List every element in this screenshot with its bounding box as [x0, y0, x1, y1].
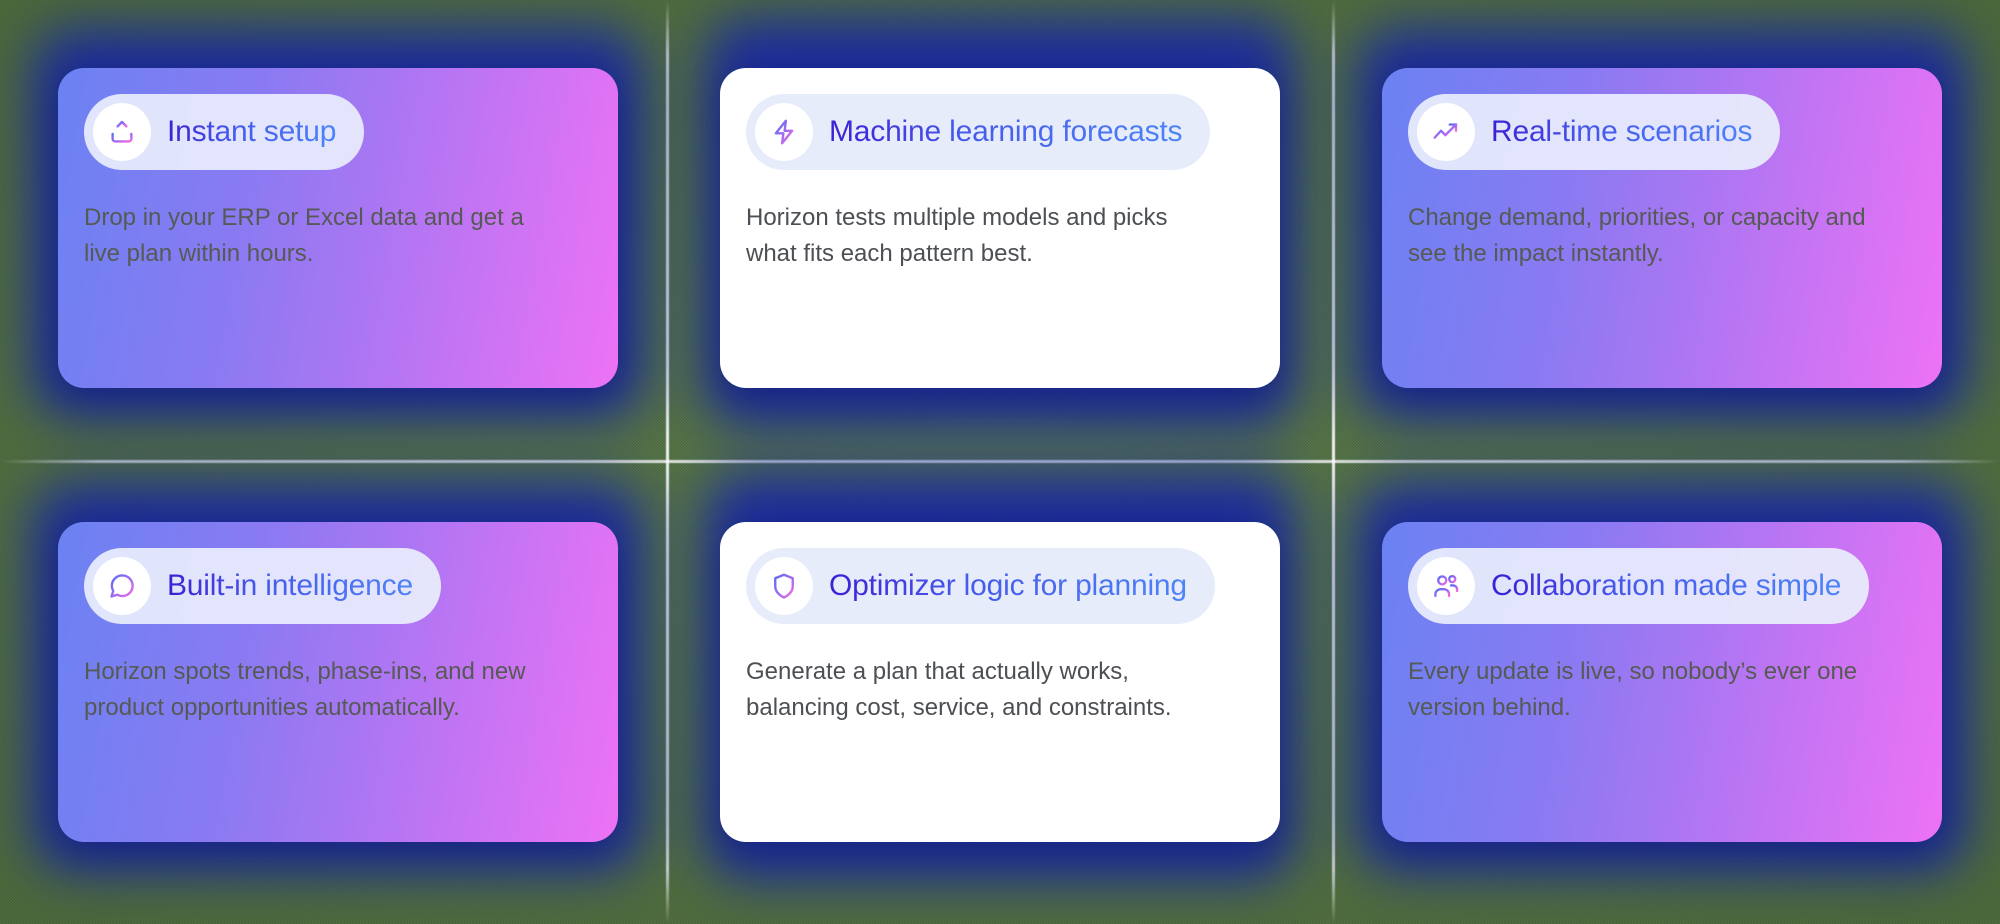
- feature-card-optimizer-logic-for-planning[interactable]: Optimizer logic for planning Generate a …: [720, 522, 1280, 842]
- card-body-4: Horizon spots trends, phase-ins, and new…: [84, 658, 526, 722]
- card-title-5: Optimizer logic for planning: [829, 569, 1187, 602]
- shield-icon: [755, 557, 813, 615]
- card-body-5: Generate a plan that actually works, bal…: [746, 658, 1172, 722]
- card-body-2: Horizon tests multiple models and picks …: [746, 204, 1168, 268]
- card-title-4: Built-in intelligence: [167, 569, 413, 602]
- feature-card-collaboration-made-simple[interactable]: Collaboration made simple Every update i…: [1382, 522, 1942, 842]
- trending-up-icon: [1417, 103, 1475, 161]
- card-body-1: Drop in your ERP or Excel data and get a…: [84, 204, 524, 268]
- grid-cell-6: Collaboration made simple Every update i…: [1346, 470, 1978, 894]
- feature-card-instant-setup[interactable]: Instant setup Drop in your ERP or Excel …: [58, 68, 618, 388]
- lightning-bolt-icon: [755, 103, 813, 161]
- card-title-1: Instant setup: [167, 115, 337, 148]
- card-header-pill-5: Optimizer logic for planning: [746, 548, 1215, 624]
- feature-card-built-in-intelligence[interactable]: Built-in intelligence Horizon spots tren…: [58, 522, 618, 842]
- grid-cell-1: Instant setup Drop in your ERP or Excel …: [22, 16, 654, 440]
- card-header-pill-1: Instant setup: [84, 94, 365, 170]
- feature-card-real-time-scenarios[interactable]: Real-time scenarios Change demand, prior…: [1382, 68, 1942, 388]
- card-header-pill-6: Collaboration made simple: [1408, 548, 1870, 624]
- grid-cell-5: Optimizer logic for planning Generate a …: [684, 470, 1316, 894]
- card-title-6: Collaboration made simple: [1491, 569, 1842, 602]
- card-body-3: Change demand, priorities, or capacity a…: [1408, 204, 1866, 268]
- grid-cell-3: Real-time scenarios Change demand, prior…: [1346, 16, 1978, 440]
- grid-cell-4: Built-in intelligence Horizon spots tren…: [22, 470, 654, 894]
- row-divider-1: [0, 460, 2000, 463]
- card-title-2: Machine learning forecasts: [829, 115, 1183, 148]
- upload-icon: [93, 103, 151, 161]
- card-header-pill-4: Built-in intelligence: [84, 548, 441, 624]
- feature-card-machine-learning-forecasts[interactable]: Machine learning forecasts Horizon tests…: [720, 68, 1280, 388]
- card-header-pill-2: Machine learning forecasts: [746, 94, 1211, 170]
- grid-cell-2: Machine learning forecasts Horizon tests…: [684, 16, 1316, 440]
- chat-bubble-icon: [93, 557, 151, 615]
- card-header-pill-3: Real-time scenarios: [1408, 94, 1781, 170]
- card-body-6: Every update is live, so nobody’s ever o…: [1408, 658, 1858, 722]
- card-title-3: Real-time scenarios: [1491, 115, 1753, 148]
- users-icon: [1417, 557, 1475, 615]
